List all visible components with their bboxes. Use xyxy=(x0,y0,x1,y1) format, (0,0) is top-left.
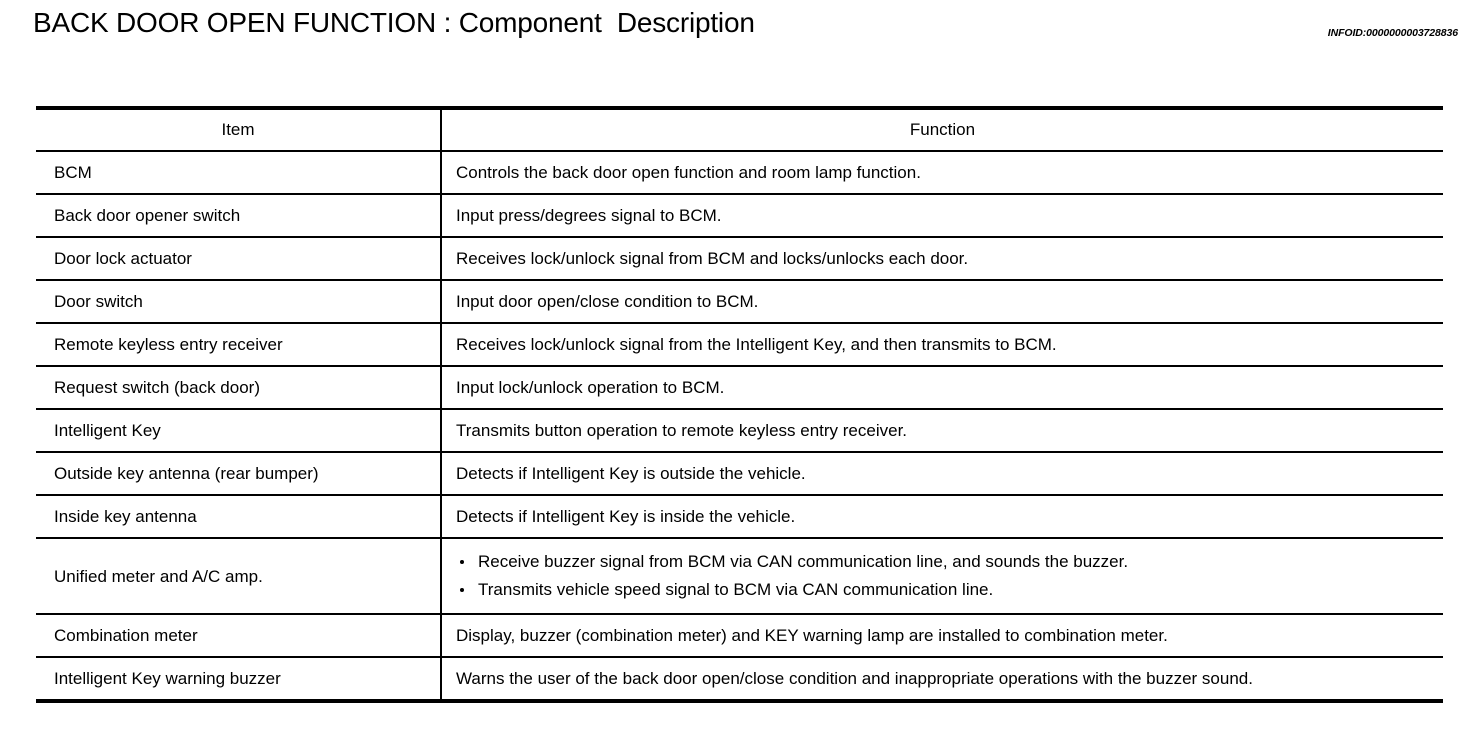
table-row: Door switch Input door open/close condit… xyxy=(36,280,1443,324)
bullet-item: Receive buzzer signal from BCM via CAN c… xyxy=(456,548,1433,576)
table-row: BCM Controls the back door open function… xyxy=(36,151,1443,195)
row-item-label: Unified meter and A/C amp. xyxy=(36,538,442,615)
page-header: BACK DOOR OPEN FUNCTION : Component Desc… xyxy=(0,0,1472,56)
row-function-text: Input press/degrees signal to BCM. xyxy=(441,194,1443,238)
row-item-label: Remote keyless entry receiver xyxy=(36,323,442,367)
row-function-text: Transmits button operation to remote key… xyxy=(441,409,1443,453)
table-body: BCM Controls the back door open function… xyxy=(36,151,1443,703)
column-header-item: Item xyxy=(36,106,442,152)
row-item-label: BCM xyxy=(36,151,442,195)
bullet-item: Transmits vehicle speed signal to BCM vi… xyxy=(456,576,1433,604)
component-description-table-wrapper: Item Function BCM Controls the back door… xyxy=(36,106,1443,703)
row-function-text: Controls the back door open function and… xyxy=(441,151,1443,195)
table-row: Back door opener switch Input press/degr… xyxy=(36,194,1443,238)
component-description-table: Item Function BCM Controls the back door… xyxy=(36,106,1443,703)
column-header-function: Function xyxy=(441,106,1443,152)
infoid-label: INFOID:0000000003728836 xyxy=(1327,27,1458,39)
row-item-label: Request switch (back door) xyxy=(36,366,442,410)
row-item-label: Inside key antenna xyxy=(36,495,442,539)
table-row: Door lock actuator Receives lock/unlock … xyxy=(36,237,1443,281)
table-row: Remote keyless entry receiver Receives l… xyxy=(36,323,1443,367)
row-item-label: Back door opener switch xyxy=(36,194,442,238)
table-header-row: Item Function xyxy=(36,106,1443,152)
row-function-bullets: Receive buzzer signal from BCM via CAN c… xyxy=(441,538,1443,615)
row-item-label: Intelligent Key xyxy=(36,409,442,453)
row-function-text: Receives lock/unlock signal from the Int… xyxy=(441,323,1443,367)
table-row: Request switch (back door) Input lock/un… xyxy=(36,366,1443,410)
row-item-label: Intelligent Key warning buzzer xyxy=(36,657,442,703)
table-row: Unified meter and A/C amp. Receive buzze… xyxy=(36,538,1443,615)
row-function-text-content: Warns the user of the back door open/clo… xyxy=(456,669,1253,688)
row-item-label: Combination meter xyxy=(36,614,442,658)
row-function-text: Display, buzzer (combination meter) and … xyxy=(441,614,1443,658)
page-title: BACK DOOR OPEN FUNCTION : Component Desc… xyxy=(33,7,755,38)
row-function-text: Warns the user of the back door open/clo… xyxy=(441,657,1443,703)
row-function-text: Input lock/unlock operation to BCM. xyxy=(441,366,1443,410)
table-row: Inside key antenna Detects if Intelligen… xyxy=(36,495,1443,539)
row-function-text: Detects if Intelligent Key is inside the… xyxy=(441,495,1443,539)
row-item-label: Door switch xyxy=(36,280,442,324)
table-row: Combination meter Display, buzzer (combi… xyxy=(36,614,1443,658)
row-item-label: Door lock actuator xyxy=(36,237,442,281)
table-row: Outside key antenna (rear bumper) Detect… xyxy=(36,452,1443,496)
bullet-list: Receive buzzer signal from BCM via CAN c… xyxy=(456,548,1433,604)
row-function-text: Detects if Intelligent Key is outside th… xyxy=(441,452,1443,496)
table-row: Intelligent Key Transmits button operati… xyxy=(36,409,1443,453)
row-function-text: Receives lock/unlock signal from BCM and… xyxy=(441,237,1443,281)
table-row: Intelligent Key warning buzzer Warns the… xyxy=(36,657,1443,703)
row-function-text: Input door open/close condition to BCM. xyxy=(441,280,1443,324)
row-item-label: Outside key antenna (rear bumper) xyxy=(36,452,442,496)
